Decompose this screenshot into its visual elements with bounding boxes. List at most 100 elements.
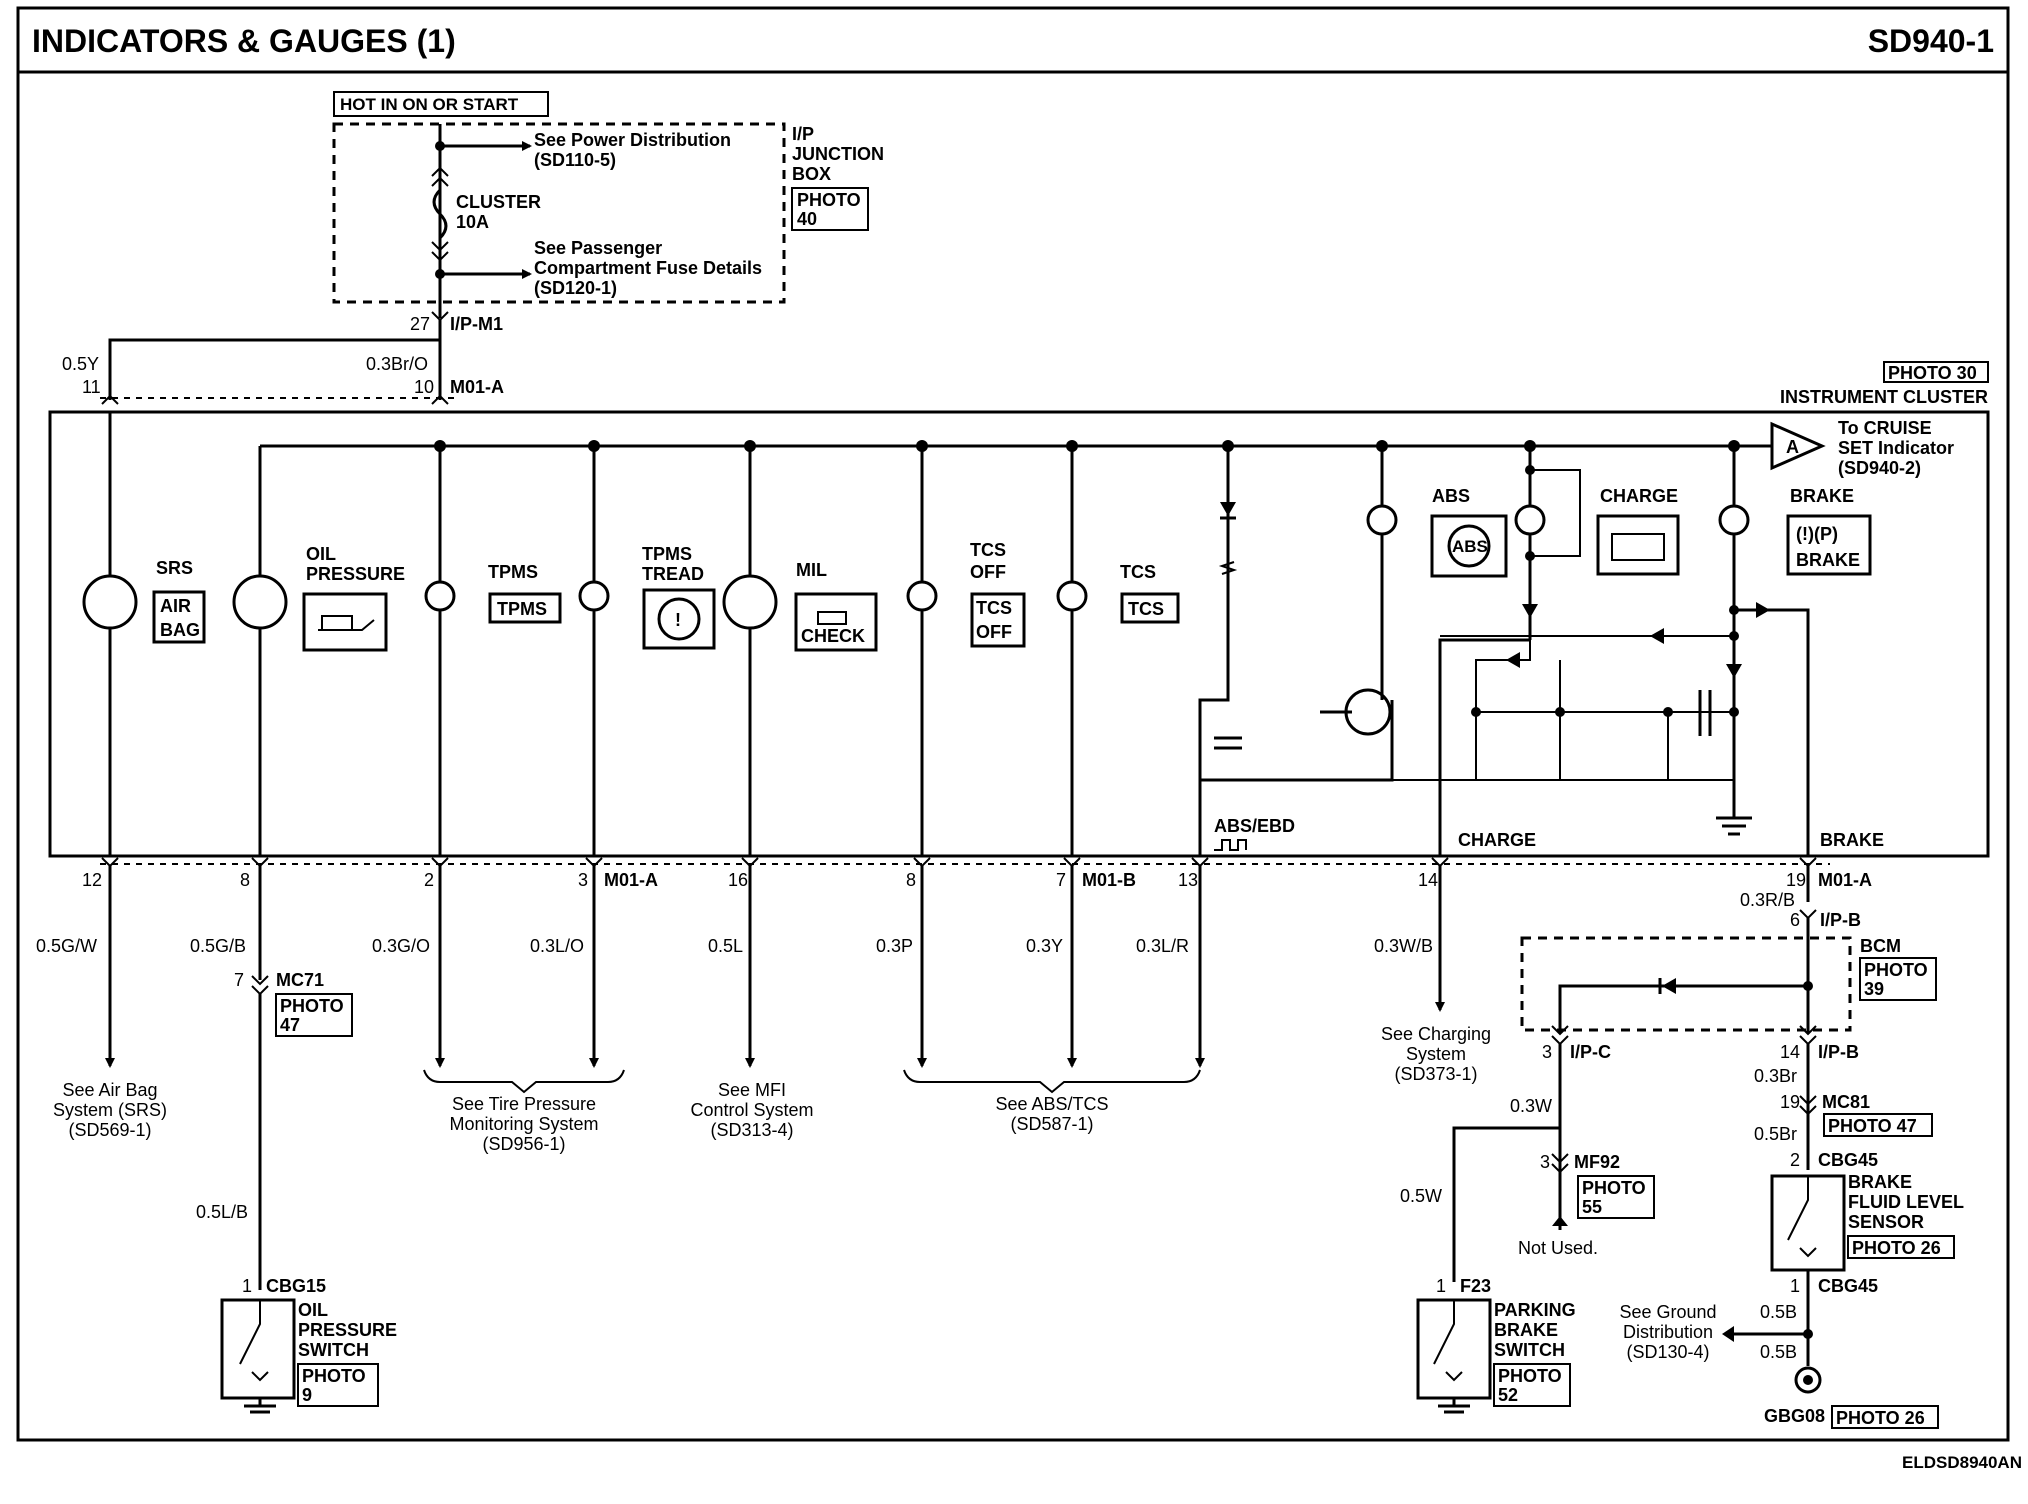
svg-text:FLUID LEVEL: FLUID LEVEL (1848, 1192, 1964, 1212)
ref-airbag: See Air Bag System (SRS) (SD569-1) (53, 1080, 167, 1140)
svg-text:47: 47 (280, 1015, 300, 1035)
oil-pressure-switch (220, 1298, 296, 1400)
svg-text:See MFI: See MFI (718, 1080, 786, 1100)
svg-text:TREAD: TREAD (642, 564, 704, 584)
connector-mc81: MC81 (1822, 1092, 1870, 1112)
cluster-photo: PHOTO 30 (1888, 363, 1977, 383)
tpms-lamp (424, 580, 456, 612)
svg-text:6: 6 (1790, 910, 1800, 930)
tcs-off-lamp (906, 580, 938, 612)
svg-text:Monitoring System: Monitoring System (449, 1114, 598, 1134)
instrument-cluster-box (48, 410, 1990, 858)
svg-text:PHOTO: PHOTO (1582, 1178, 1646, 1198)
tpms-label: TPMS (488, 562, 538, 582)
svg-text:3: 3 (1540, 1152, 1550, 1172)
junction-box-name: I/P JUNCTION BOX (792, 124, 884, 184)
brake-fluid-label: BRAKE (1848, 1172, 1912, 1192)
cruise-set-ref: To CRUISE SET Indicator (SD940-2) (1838, 418, 1954, 478)
svg-text:1: 1 (1436, 1276, 1446, 1296)
connector-m01a-top: M01-A (450, 377, 504, 397)
svg-text:19: 19 (1780, 1092, 1800, 1112)
airbag-symbol: AIR (160, 596, 191, 616)
svg-text:I/P: I/P (792, 124, 814, 144)
ref-ground-distribution: See Ground Distribution (SD130-4) (1619, 1302, 1716, 1362)
svg-text:PRESSURE: PRESSURE (306, 564, 405, 584)
tpms-symbol: TPMS (497, 599, 547, 619)
svg-text:System (SRS): System (SRS) (53, 1100, 167, 1120)
connector-f23: F23 (1460, 1276, 1491, 1296)
page-frame (16, 6, 2010, 1442)
connector-cbg15: CBG15 (266, 1276, 326, 1296)
svg-text:BAG: BAG (160, 620, 200, 640)
connector-cbg45-b: CBG45 (1818, 1276, 1878, 1296)
ref-abs-tcs: See ABS/TCS (SD587-1) (995, 1094, 1108, 1134)
svg-text:7: 7 (234, 970, 244, 990)
bcm-box (1520, 936, 1852, 1032)
svg-text:PHOTO: PHOTO (302, 1366, 366, 1386)
junction-box-outline (332, 122, 786, 304)
svg-text:0.5W: 0.5W (1400, 1186, 1442, 1206)
svg-text:Compartment Fuse Details: Compartment Fuse Details (534, 258, 762, 278)
charge-out-label: CHARGE (1458, 830, 1536, 850)
tpms-tread-lamp (578, 580, 610, 612)
svg-text:PHOTO: PHOTO (280, 996, 344, 1016)
svg-text:52: 52 (1498, 1385, 1518, 1405)
battery-icon (1596, 514, 1680, 576)
svg-text:A: A (1786, 437, 1799, 457)
abs-lamp (1366, 504, 1398, 536)
svg-text:Control System: Control System (690, 1100, 813, 1120)
svg-text:0.5B: 0.5B (1760, 1302, 1797, 1322)
svg-text:Distribution: Distribution (1623, 1322, 1713, 1342)
bcm-label: BCM (1860, 936, 1901, 956)
ref-power-distribution: See Power Distribution (SD110-5) (534, 130, 731, 170)
svg-text:2: 2 (424, 870, 434, 890)
connector-mc71: MC71 (276, 970, 324, 990)
svg-text:SET Indicator: SET Indicator (1838, 438, 1954, 458)
connector-ipc: I/P-C (1570, 1042, 1611, 1062)
svg-text:SENSOR: SENSOR (1848, 1212, 1924, 1232)
svg-text:See Passenger: See Passenger (534, 238, 662, 258)
hot-label-box (333, 91, 549, 117)
svg-text:0.5B: 0.5B (1760, 1342, 1797, 1362)
svg-text:(SD587-1): (SD587-1) (1010, 1114, 1093, 1134)
connector-m01a-1: M01-A (604, 870, 658, 890)
svg-text:PHOTO 26: PHOTO 26 (1852, 1238, 1941, 1258)
pin-27: 27 (410, 314, 430, 334)
tcs-off-label: TCS (970, 540, 1006, 560)
check-engine-symbol: CHECK (801, 626, 865, 646)
oil-pressure-label: OIL (306, 544, 336, 564)
ref-charging: See Charging System (SD373-1) (1381, 1024, 1491, 1084)
abs-label: ABS (1432, 486, 1470, 506)
svg-text:SWITCH: SWITCH (298, 1340, 369, 1360)
brake-lamp (1718, 504, 1750, 536)
svg-text:0.5L: 0.5L (708, 936, 743, 956)
brake-text-symbol: BRAKE (1796, 550, 1860, 570)
footer-code: ELDSD8940AN (1902, 1453, 2022, 1472)
svg-text:(SD313-4): (SD313-4) (710, 1120, 793, 1140)
svg-text:0.3L/O: 0.3L/O (530, 936, 584, 956)
svg-text:8: 8 (240, 870, 250, 890)
wire-0-3bro: 0.3Br/O (366, 354, 428, 374)
svg-text:0.3Br: 0.3Br (1754, 1066, 1797, 1086)
svg-text:0.3G/O: 0.3G/O (372, 936, 430, 956)
svg-text:9: 9 (302, 1385, 312, 1405)
brake-out-label: BRAKE (1820, 830, 1884, 850)
brake-symbol: (!)(P) (1796, 524, 1838, 544)
ground-label: GBG08 (1764, 1406, 1825, 1426)
svg-text:See ABS/TCS: See ABS/TCS (995, 1094, 1108, 1114)
engine-icon (817, 611, 847, 625)
svg-text:PHOTO: PHOTO (1864, 960, 1928, 980)
svg-text:40: 40 (797, 209, 817, 229)
svg-text:OFF: OFF (976, 622, 1012, 642)
connector-ipm1: I/P-M1 (450, 314, 503, 334)
svg-text:!: ! (675, 610, 681, 630)
svg-text:(SD956-1): (SD956-1) (482, 1134, 565, 1154)
tpms-tread-label: TPMS (642, 544, 692, 564)
not-used-label: Not Used. (1518, 1238, 1598, 1258)
svg-text:CLUSTER: CLUSTER (456, 192, 541, 212)
connector-m01b: M01-B (1082, 870, 1136, 890)
svg-text:7: 7 (1056, 870, 1066, 890)
svg-text:12: 12 (82, 870, 102, 890)
svg-text:(SD110-5): (SD110-5) (534, 150, 616, 170)
svg-text:8: 8 (906, 870, 916, 890)
